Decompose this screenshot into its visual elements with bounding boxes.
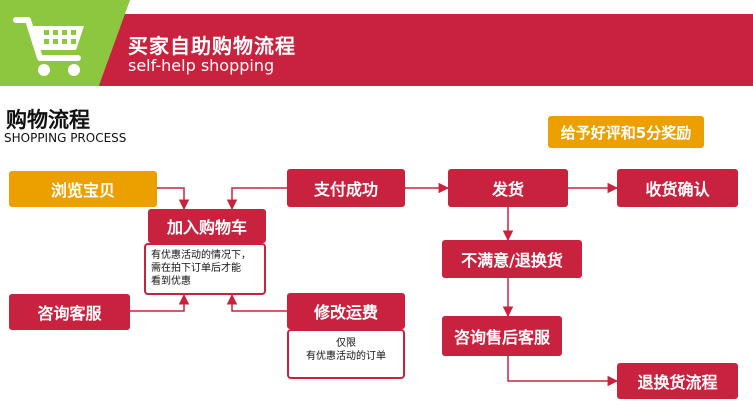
step-after-sales: 咨询售后客服 xyxy=(442,316,562,356)
step-browse: 浏览宝贝 xyxy=(9,171,157,207)
arrow-shipping-to-note xyxy=(226,293,287,312)
step-unsatisfied-return: 不满意/退换货 xyxy=(442,240,582,278)
step-ship: 发货 xyxy=(448,169,568,207)
cart-note-line: 需在拍下订单后才能 xyxy=(151,263,241,274)
header-banner xyxy=(0,14,753,86)
shipping-note-line: 仅限 xyxy=(336,338,356,349)
shipping-note-line: 有优惠活动的订单 xyxy=(306,351,386,362)
step-payment-success: 支付成功 xyxy=(287,169,405,207)
step-modify-shipping: 修改运费 xyxy=(287,293,405,329)
arrow-browse-to-cart xyxy=(157,187,190,211)
shopping-cart-icon xyxy=(13,17,84,76)
section-subtitle: SHOPPING PROCESS xyxy=(4,131,127,145)
step-return-process: 退换货流程 xyxy=(617,363,738,399)
arrow-service-to-note xyxy=(130,293,190,312)
cart-note-line: 有优惠活动的情况下， xyxy=(151,250,251,261)
reward-badge: 给予好评和5分奖励 xyxy=(548,116,704,148)
step-consult-service: 咨询客服 xyxy=(9,294,130,330)
arrow-aftersales-to-return xyxy=(507,356,619,387)
page-title: 买家自助购物流程 xyxy=(128,34,296,58)
cart-note-line: 看到优惠 xyxy=(151,276,191,287)
step-confirm-receipt: 收货确认 xyxy=(617,169,738,207)
section-title: 购物流程 xyxy=(6,108,90,132)
shipping-note: 仅限 有优惠活动的订单 xyxy=(287,329,405,379)
cart-discount-note: 有优惠活动的情况下， 需在拍下订单后才能 看到优惠 xyxy=(144,243,266,295)
page-subtitle: self-help shopping xyxy=(128,56,275,75)
step-add-to-cart: 加入购物车 xyxy=(148,209,266,243)
arrow-payment-to-cart xyxy=(226,187,287,211)
